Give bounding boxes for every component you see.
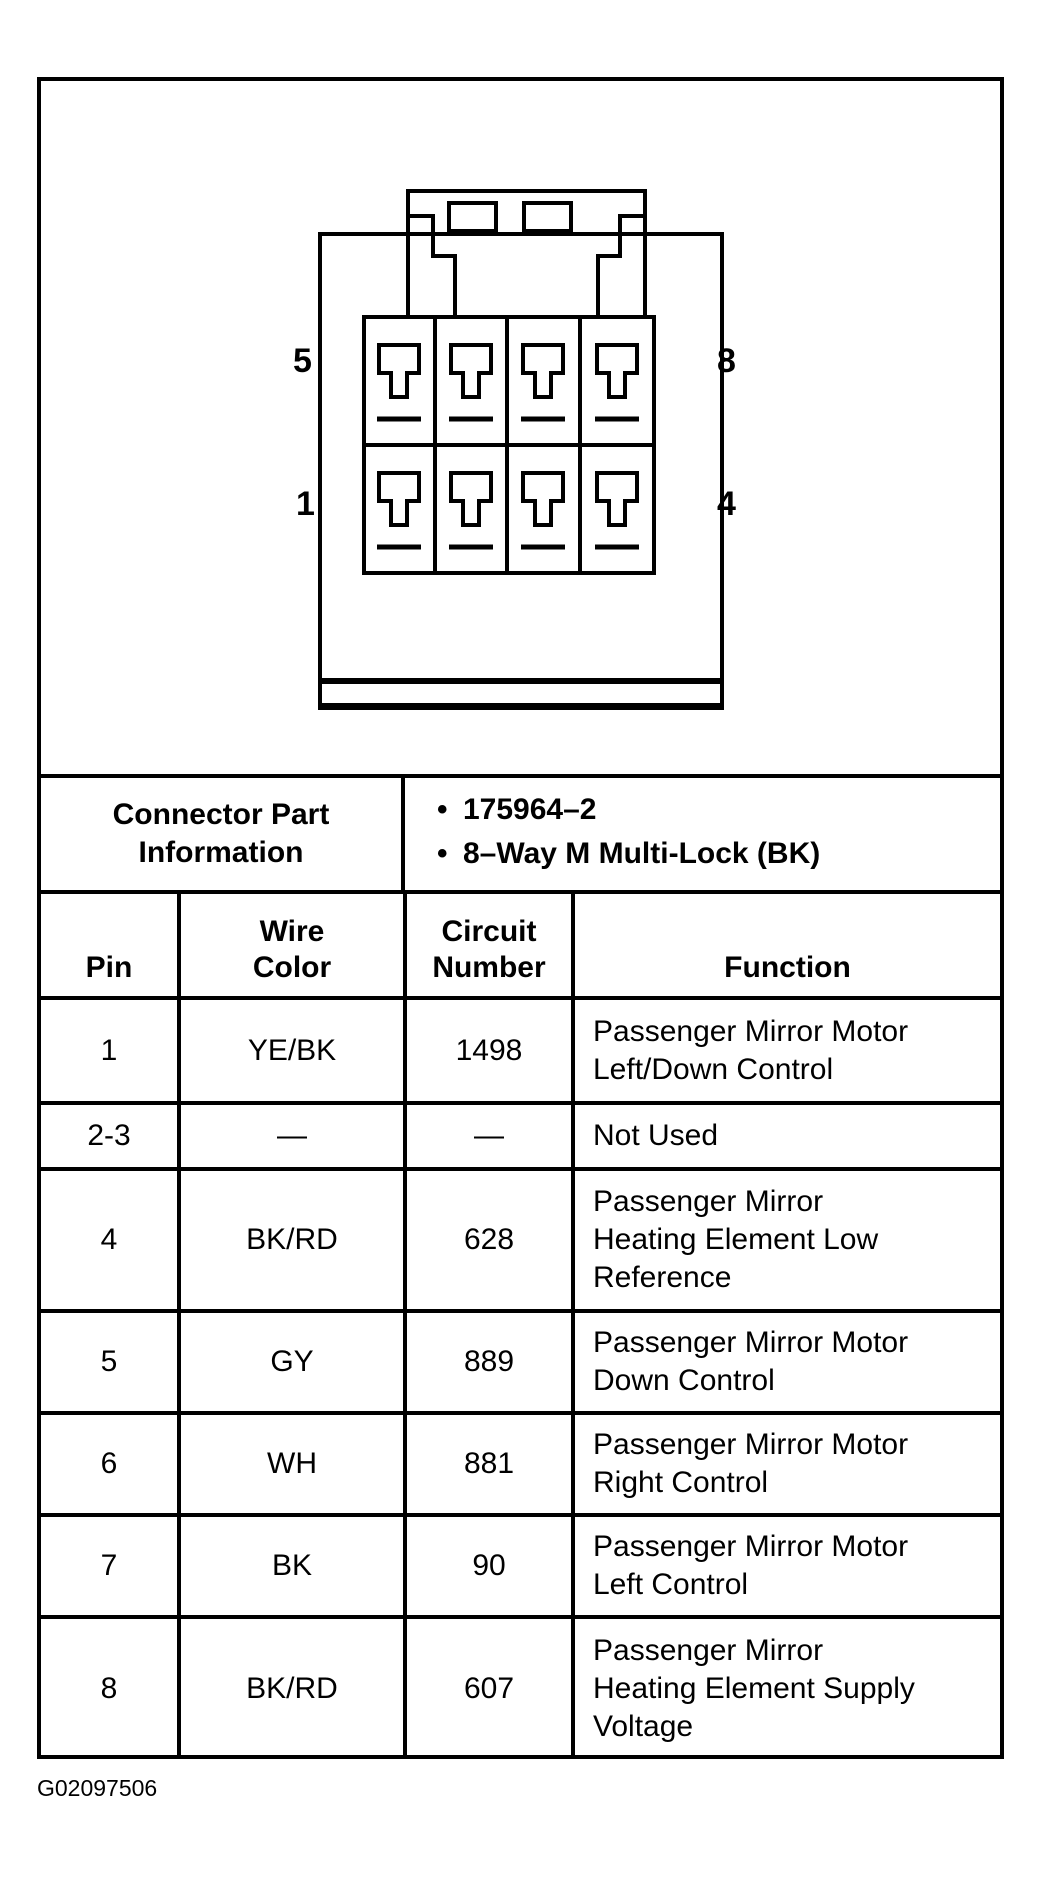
table-row: 2-3——Not Used — [41, 1101, 1000, 1171]
cell-pin: 6 — [41, 1411, 181, 1517]
pin-label-4: 4 — [717, 485, 736, 523]
cell-wire-color: WH — [177, 1411, 407, 1517]
cell-pin: 7 — [41, 1513, 181, 1619]
header-wire-color: Wire Color — [177, 894, 407, 1000]
cell-function: Passenger Mirror Motor Down Control — [571, 1309, 1000, 1415]
connector-face-diagram: 5 8 1 4 — [41, 81, 1000, 778]
connector-part-info-list: 175964–2 8–Way M Multi-Lock (BK) — [405, 778, 1000, 890]
cell-circuit-number: 889 — [403, 1309, 575, 1415]
cell-circuit-number: 90 — [403, 1513, 575, 1619]
cell-circuit-number: 1498 — [403, 996, 575, 1105]
connector-part-info-row: Connector Part Information 175964–2 8–Wa… — [41, 778, 1000, 894]
pin-cavity — [595, 471, 639, 527]
table-header-row: Pin Wire Color Circuit Number Function — [41, 894, 1000, 1000]
cell-wire-color: GY — [177, 1309, 407, 1415]
header-function: Function — [571, 894, 1000, 1000]
pin-cavity — [449, 471, 493, 527]
cell-pin: 1 — [41, 996, 181, 1105]
cell-circuit-number: 628 — [403, 1167, 575, 1313]
pin-label-8: 8 — [717, 342, 736, 380]
connector-chart-frame: 5 8 1 4 Connector Part Information 17596… — [37, 77, 1004, 1759]
cell-circuit-number: 607 — [403, 1615, 575, 1759]
cell-function: Passenger Mirror Motor Left Control — [571, 1513, 1000, 1619]
pin-label-1: 1 — [296, 485, 315, 523]
cell-function: Passenger Mirror Heating Element Low Ref… — [571, 1167, 1000, 1313]
header-pin: Pin — [41, 894, 181, 1000]
connector-housing — [318, 232, 724, 710]
pin-cavity — [521, 471, 565, 527]
pin-cavity — [377, 343, 421, 399]
cell-wire-color: BK/RD — [177, 1167, 407, 1313]
cell-circuit-number: 881 — [403, 1411, 575, 1517]
part-number: 175964–2 — [437, 788, 1000, 832]
locking-tab — [406, 189, 647, 317]
figure-id: G02097506 — [37, 1775, 158, 1801]
cell-pin: 4 — [41, 1167, 181, 1313]
cell-circuit-number: — — [403, 1101, 575, 1171]
cell-pin: 8 — [41, 1615, 181, 1759]
cell-function: Passenger Mirror Heating Element Supply … — [571, 1615, 1000, 1759]
cell-wire-color: YE/BK — [177, 996, 407, 1105]
cell-pin: 5 — [41, 1309, 181, 1415]
cell-function: Passenger Mirror Motor Left/Down Control — [571, 996, 1000, 1105]
pinout-table: Pin Wire Color Circuit Number Function 1… — [41, 894, 1000, 1759]
cell-wire-color: BK/RD — [177, 1615, 407, 1759]
connector-drawing — [318, 189, 724, 710]
pin-cavity — [521, 343, 565, 399]
pin-cavity-grid — [362, 315, 656, 575]
pin-cavity — [377, 471, 421, 527]
connector-type: 8–Way M Multi-Lock (BK) — [437, 832, 1000, 876]
cell-wire-color: — — [177, 1101, 407, 1171]
connector-part-info-label: Connector Part Information — [41, 778, 405, 890]
pin-label-5: 5 — [293, 342, 312, 380]
cell-function: Passenger Mirror Motor Right Control — [571, 1411, 1000, 1517]
pin-cavity — [595, 343, 639, 399]
header-circuit-number: Circuit Number — [403, 894, 575, 1000]
cell-pin: 2-3 — [41, 1101, 181, 1171]
cell-function: Not Used — [571, 1101, 1000, 1171]
pin-cavity — [449, 343, 493, 399]
cell-wire-color: BK — [177, 1513, 407, 1619]
